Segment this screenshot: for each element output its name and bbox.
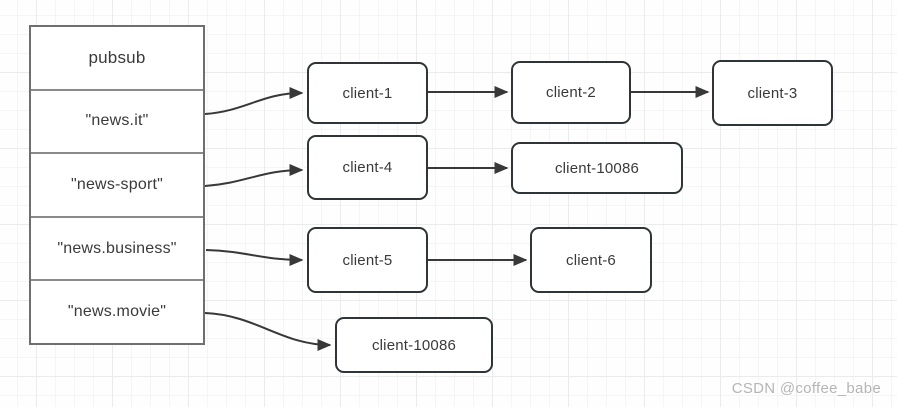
node-label: client-4 [342, 159, 393, 176]
node-client-1: client-1 [307, 62, 428, 124]
arrow-newsbusiness-to-client5 [205, 249, 304, 266]
channel-label: "news.it" [85, 112, 149, 130]
node-label: client-6 [566, 251, 616, 269]
node-label: client-1 [342, 84, 393, 102]
arrow-newsmovie-to-client10086 [204, 312, 332, 351]
pubsub-table: pubsub "news.it" "news-sport" "news.busi… [29, 25, 205, 345]
channel-row-news-movie: "news.movie" [31, 279, 203, 343]
node-label: client-2 [546, 84, 596, 101]
node-client-2: client-2 [511, 61, 631, 124]
node-client-5: client-5 [307, 227, 428, 293]
channel-label: "news.business" [57, 239, 177, 257]
node-client-10086-row2: client-10086 [511, 142, 683, 194]
node-label: client-3 [747, 84, 798, 102]
pubsub-table-header: pubsub [31, 27, 203, 89]
node-label: client-10086 [554, 159, 640, 177]
channel-label: "news.movie" [67, 303, 167, 321]
channel-label: "news-sport" [70, 175, 163, 193]
arrow-newsit-to-client1 [204, 87, 304, 115]
node-client-3: client-3 [712, 60, 833, 126]
node-label: client-5 [342, 251, 393, 269]
channel-row-news-it: "news.it" [31, 88, 203, 153]
node-client-10086-row4: client-10086 [335, 317, 493, 373]
arrow-newssport-to-client4 [204, 164, 304, 187]
node-client-4: client-4 [307, 135, 428, 200]
channel-row-news-sport: "news-sport" [31, 152, 203, 216]
channel-row-news-business: "news.business" [31, 215, 203, 280]
pubsub-table-header-label: pubsub [88, 47, 146, 67]
node-client-6: client-6 [530, 227, 652, 293]
csdn-watermark: CSDN @coffee_babe [731, 380, 881, 397]
node-label: client-10086 [371, 336, 457, 354]
